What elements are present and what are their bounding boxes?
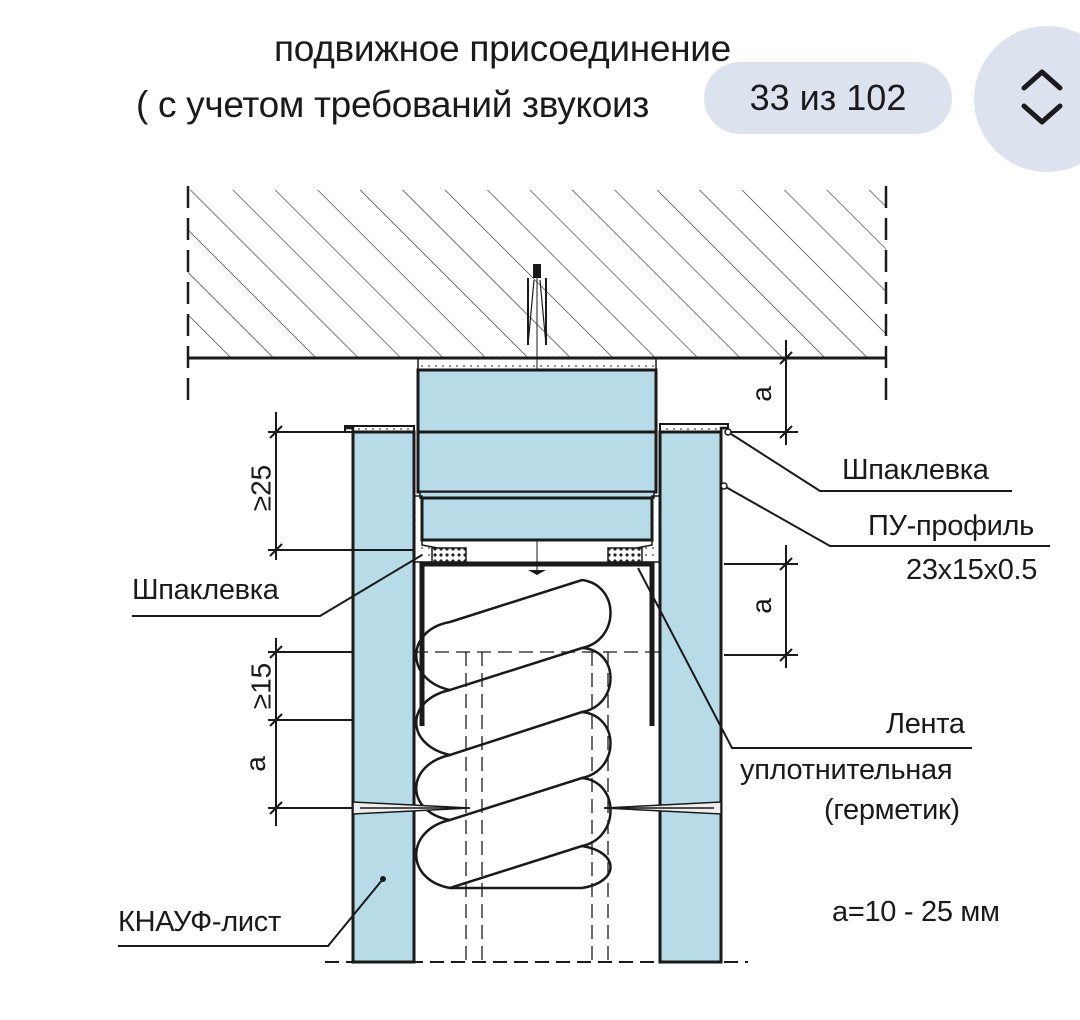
sealing-tape-right — [607, 547, 643, 563]
drawing-title-line2: ( с учетом требований звукоиз — [136, 84, 650, 125]
dimension-ge25: ≥25 — [245, 464, 277, 512]
label-knauf-list: КНАУФ-лист — [118, 906, 281, 938]
insulation-wool — [415, 578, 612, 890]
leader-lines — [118, 431, 1050, 947]
sealing-tape-left — [431, 547, 467, 563]
dimension-lines — [268, 340, 798, 826]
label-lenta-uplotnitelnaya: уплотнительная — [740, 754, 953, 786]
dimension-a-left: a — [239, 756, 271, 772]
u-profile — [419, 561, 655, 726]
dimension-ge15: ≥15 — [245, 662, 277, 710]
label-germetik: (герметик) — [824, 794, 960, 826]
knauf-boards — [351, 430, 723, 964]
board-strips — [416, 368, 658, 542]
label-formula: a=10 - 25 мм — [832, 896, 1000, 928]
label-pu-profile: ПУ-профиль — [868, 510, 1034, 542]
label-lenta: Лента — [886, 708, 965, 740]
pu-profiles — [344, 423, 729, 510]
dimension-a-right-mid: a — [745, 598, 777, 614]
drawing-title-line1: подвижное присоединение — [274, 28, 731, 69]
sealing-strip-top — [417, 357, 657, 371]
label-shpaklevka-right: Шпаклевка — [842, 454, 989, 486]
page-navigation-button[interactable] — [974, 26, 1080, 172]
stud-lines — [325, 651, 748, 963]
label-shpaklevka-left: Шпаклевка — [132, 574, 279, 606]
dimension-a-right-top: a — [745, 386, 777, 402]
label-pu-profile-size: 23x15x0.5 — [906, 554, 1038, 586]
page-counter-badge: 33 из 102 — [704, 62, 952, 134]
chevron-up-down-icon — [1021, 69, 1063, 125]
